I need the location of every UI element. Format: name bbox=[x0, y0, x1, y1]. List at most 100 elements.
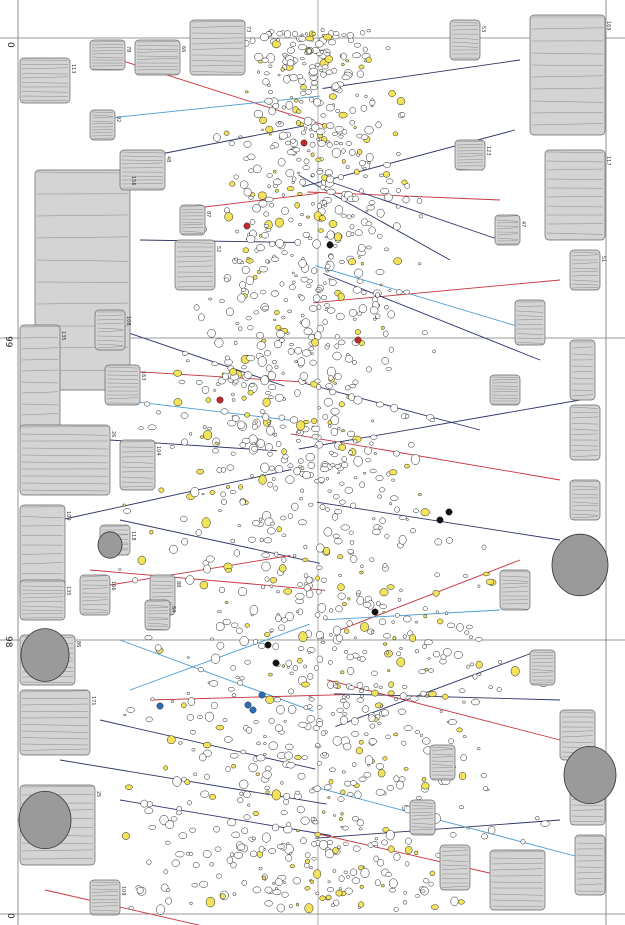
find-outline bbox=[245, 726, 253, 734]
sherd-texture bbox=[96, 327, 124, 330]
sherd-texture bbox=[91, 52, 124, 55]
find-outline bbox=[383, 247, 390, 252]
sherd-texture bbox=[491, 862, 544, 865]
find-outline bbox=[136, 886, 144, 894]
find-outline bbox=[285, 140, 291, 146]
find-outline bbox=[240, 749, 247, 754]
connector-line bbox=[290, 433, 561, 481]
sherd-texture bbox=[576, 871, 604, 874]
find-outline bbox=[186, 691, 190, 695]
find-outline bbox=[138, 426, 144, 431]
find-outline bbox=[243, 371, 253, 379]
find-yellow bbox=[396, 97, 406, 106]
find-outline bbox=[287, 309, 292, 314]
find-outline bbox=[341, 74, 351, 81]
find-outline bbox=[278, 131, 288, 140]
find-yellow bbox=[337, 554, 344, 560]
sherd-texture bbox=[121, 175, 164, 177]
find-outline bbox=[289, 851, 293, 855]
find-outline bbox=[316, 169, 324, 175]
find-yellow bbox=[122, 503, 126, 507]
find-outline bbox=[281, 250, 288, 256]
sherd-texture bbox=[431, 753, 454, 756]
sherd-texture bbox=[531, 52, 604, 55]
sherd-texture bbox=[531, 681, 554, 684]
find-outline bbox=[276, 704, 285, 715]
sherd-texture bbox=[431, 767, 454, 769]
find-outline bbox=[288, 688, 295, 695]
sherd-texture bbox=[176, 250, 214, 253]
find-outline bbox=[207, 426, 213, 431]
find-yellow bbox=[137, 555, 146, 565]
find-outline bbox=[372, 317, 377, 321]
find-outline bbox=[405, 518, 409, 521]
find-outline bbox=[191, 883, 199, 888]
find-outline bbox=[186, 656, 190, 659]
find-outline bbox=[374, 837, 379, 841]
find-yellow bbox=[300, 681, 310, 688]
find-outline bbox=[317, 476, 325, 483]
sherd-drawing bbox=[489, 849, 546, 911]
find-outline bbox=[315, 589, 322, 595]
sherd-texture bbox=[36, 236, 129, 239]
find-outline bbox=[292, 147, 301, 153]
sherd-drawing bbox=[529, 14, 606, 136]
sherd-texture bbox=[191, 47, 244, 50]
find-yellow bbox=[386, 584, 395, 590]
find-outline bbox=[365, 153, 374, 162]
find-outline bbox=[381, 357, 390, 365]
sherd-body bbox=[89, 109, 116, 141]
find-outline bbox=[244, 659, 251, 665]
connector-line bbox=[335, 559, 521, 633]
sherd-texture bbox=[411, 801, 434, 804]
find-outline bbox=[240, 261, 245, 265]
find-outline bbox=[379, 487, 386, 493]
find-outline bbox=[303, 573, 309, 579]
find-outline bbox=[520, 838, 526, 845]
sherd-texture bbox=[181, 212, 204, 214]
find-yellow bbox=[334, 680, 339, 684]
find-yellow bbox=[269, 577, 278, 584]
sherd-drawing bbox=[494, 214, 521, 246]
find-yellow bbox=[354, 329, 361, 335]
find-outline bbox=[239, 441, 246, 448]
find-outline bbox=[315, 891, 320, 896]
find-outline bbox=[220, 491, 226, 498]
find-outline bbox=[241, 266, 250, 274]
find-outline bbox=[185, 575, 195, 585]
find-outline bbox=[291, 271, 295, 275]
sherd-texture bbox=[36, 214, 129, 217]
find-outline bbox=[286, 59, 295, 67]
sherd-texture bbox=[516, 318, 544, 321]
find-outline bbox=[260, 584, 266, 590]
sherd-texture bbox=[151, 596, 174, 598]
find-outline bbox=[344, 649, 349, 654]
find-outline bbox=[348, 685, 355, 690]
sherd-body bbox=[544, 149, 606, 241]
find-outline bbox=[291, 176, 297, 182]
sherd-texture bbox=[516, 342, 544, 344]
find-outline bbox=[271, 823, 280, 832]
find-outline bbox=[291, 280, 296, 284]
sherd-texture bbox=[91, 114, 114, 117]
find-yellow bbox=[323, 33, 333, 41]
find-yellow bbox=[259, 116, 268, 124]
find-outline bbox=[375, 475, 384, 482]
find-outline bbox=[334, 343, 340, 349]
sherd-texture bbox=[21, 403, 59, 406]
find-outline bbox=[238, 587, 248, 597]
sherd-drawing bbox=[19, 424, 111, 496]
find-outline bbox=[259, 33, 269, 42]
find-outline bbox=[344, 355, 354, 363]
vessel-profile bbox=[20, 628, 70, 682]
find-outline bbox=[324, 263, 331, 269]
find-outline bbox=[353, 476, 358, 480]
sherd-texture bbox=[21, 73, 69, 75]
find-outline bbox=[338, 260, 345, 264]
find-outline bbox=[181, 537, 189, 546]
find-outline bbox=[191, 748, 196, 752]
find-outline bbox=[283, 825, 293, 834]
find-outline bbox=[310, 173, 315, 177]
find-outline bbox=[313, 785, 322, 792]
